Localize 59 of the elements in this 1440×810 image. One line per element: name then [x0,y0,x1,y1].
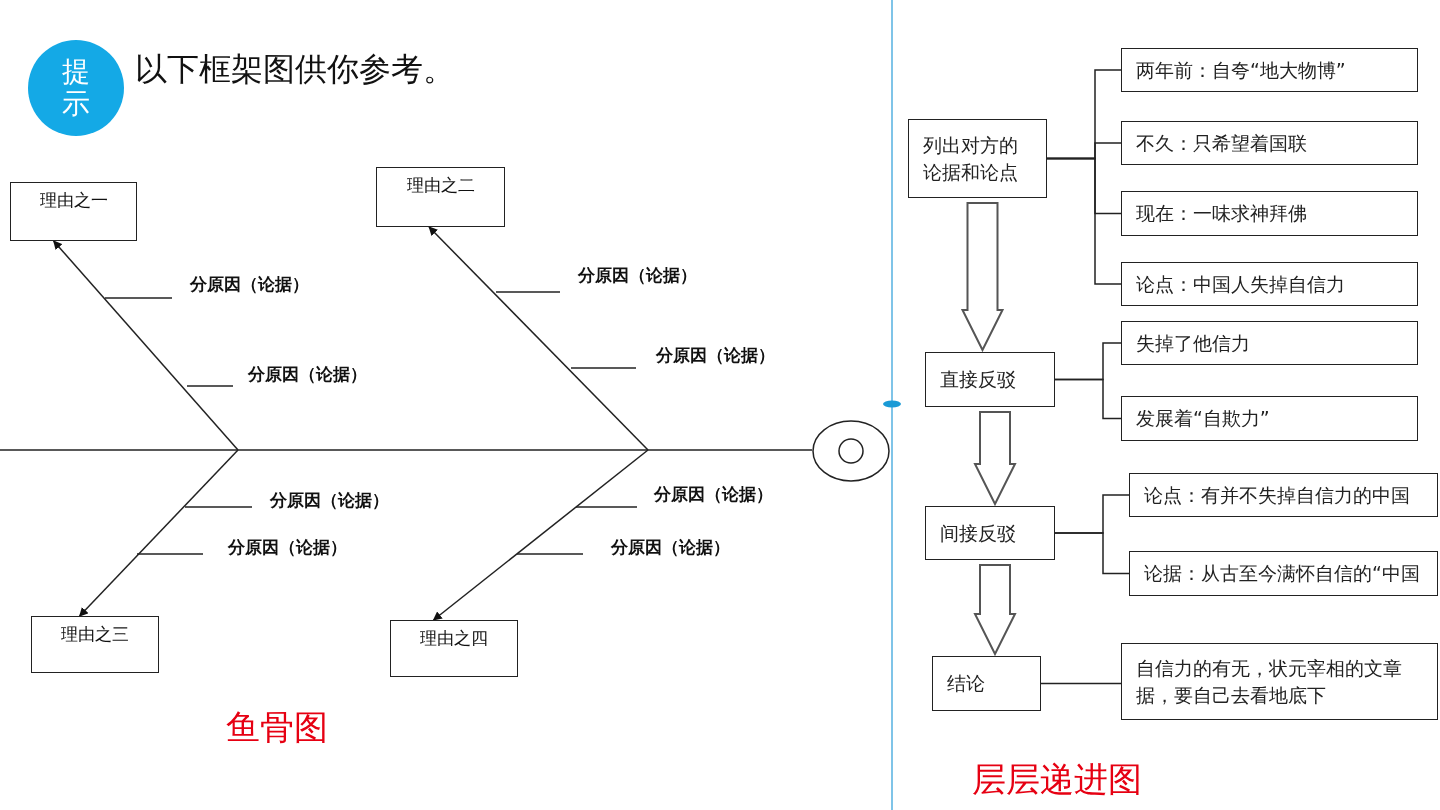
cause-label: 分原因（论据） [228,536,347,559]
box-label: 理由之一 [39,189,108,212]
cause-label: 分原因（论据） [248,363,367,386]
box-label: 论据：从古至今满怀自信的“中国 [1144,561,1420,587]
bracket-line [1054,532,1130,575]
cause-label: 分原因（论据） [270,489,389,512]
process-box [1121,643,1438,720]
block-arrow [973,564,1017,657]
fish-head [812,420,890,482]
box-label: 不久：只希望着国联 [1136,130,1307,156]
bone-arrow [428,226,649,451]
box-label: 自信力的有无，状元宰相的文章据，要自己去看地底下 [1136,655,1403,708]
cause-label: 分原因（论据） [611,536,730,559]
cause-label: 分原因（论据） [190,273,309,296]
box-label: 发展着“自欺力” [1136,406,1270,432]
spine-line [0,449,813,451]
reason-box [376,167,505,227]
bracket-line [1046,157,1122,285]
box-label: 直接反驳 [940,367,1016,393]
caption: 鱼骨图 [226,706,328,749]
reason-box [10,182,137,241]
box-label: 理由之三 [61,623,129,646]
bracket-line [1040,682,1122,685]
process-box [1121,48,1418,92]
box-label: 理由之二 [406,174,475,197]
process-box [925,506,1055,560]
process-box [1121,321,1418,365]
box-label: 两年前：自夸“地大物博” [1136,57,1346,83]
heading: 以下框架图供你参考。 [135,49,455,90]
process-box [1121,121,1418,165]
block-arrow [973,411,1017,507]
process-box [908,119,1047,198]
box-label: 间接反驳 [940,520,1016,546]
block-arrow [960,202,1005,353]
bone-arrow [52,240,239,451]
box-label: 论点：中国人失掉自信力 [1136,271,1345,297]
box-label: 列出对方的论据和论点 [923,132,1019,185]
badge-text: 提示 [61,55,91,121]
process-box [1121,262,1418,306]
box-label: 论点：有并不失掉自信力的中国 [1144,482,1410,508]
box-label: 现在：一味求神拜佛 [1136,201,1307,227]
process-box [1121,396,1418,441]
process-box [1129,551,1438,596]
reason-box [31,616,159,673]
reason-box [390,620,518,677]
bone-arrow [432,449,649,621]
process-box [932,656,1041,711]
bone-arrow [78,449,239,617]
box-label: 理由之四 [420,627,488,650]
box-label: 结论 [947,671,985,697]
cause-label: 分原因（论据） [656,344,775,367]
cause-label: 分原因（论据） [578,264,697,287]
bracket-line [1054,378,1122,420]
process-box [925,352,1055,407]
process-box [1129,473,1438,517]
caption: 层层递进图 [972,758,1142,801]
process-box [1121,191,1418,236]
box-label: 失掉了他信力 [1136,330,1250,356]
cause-label: 分原因（论据） [654,483,773,506]
